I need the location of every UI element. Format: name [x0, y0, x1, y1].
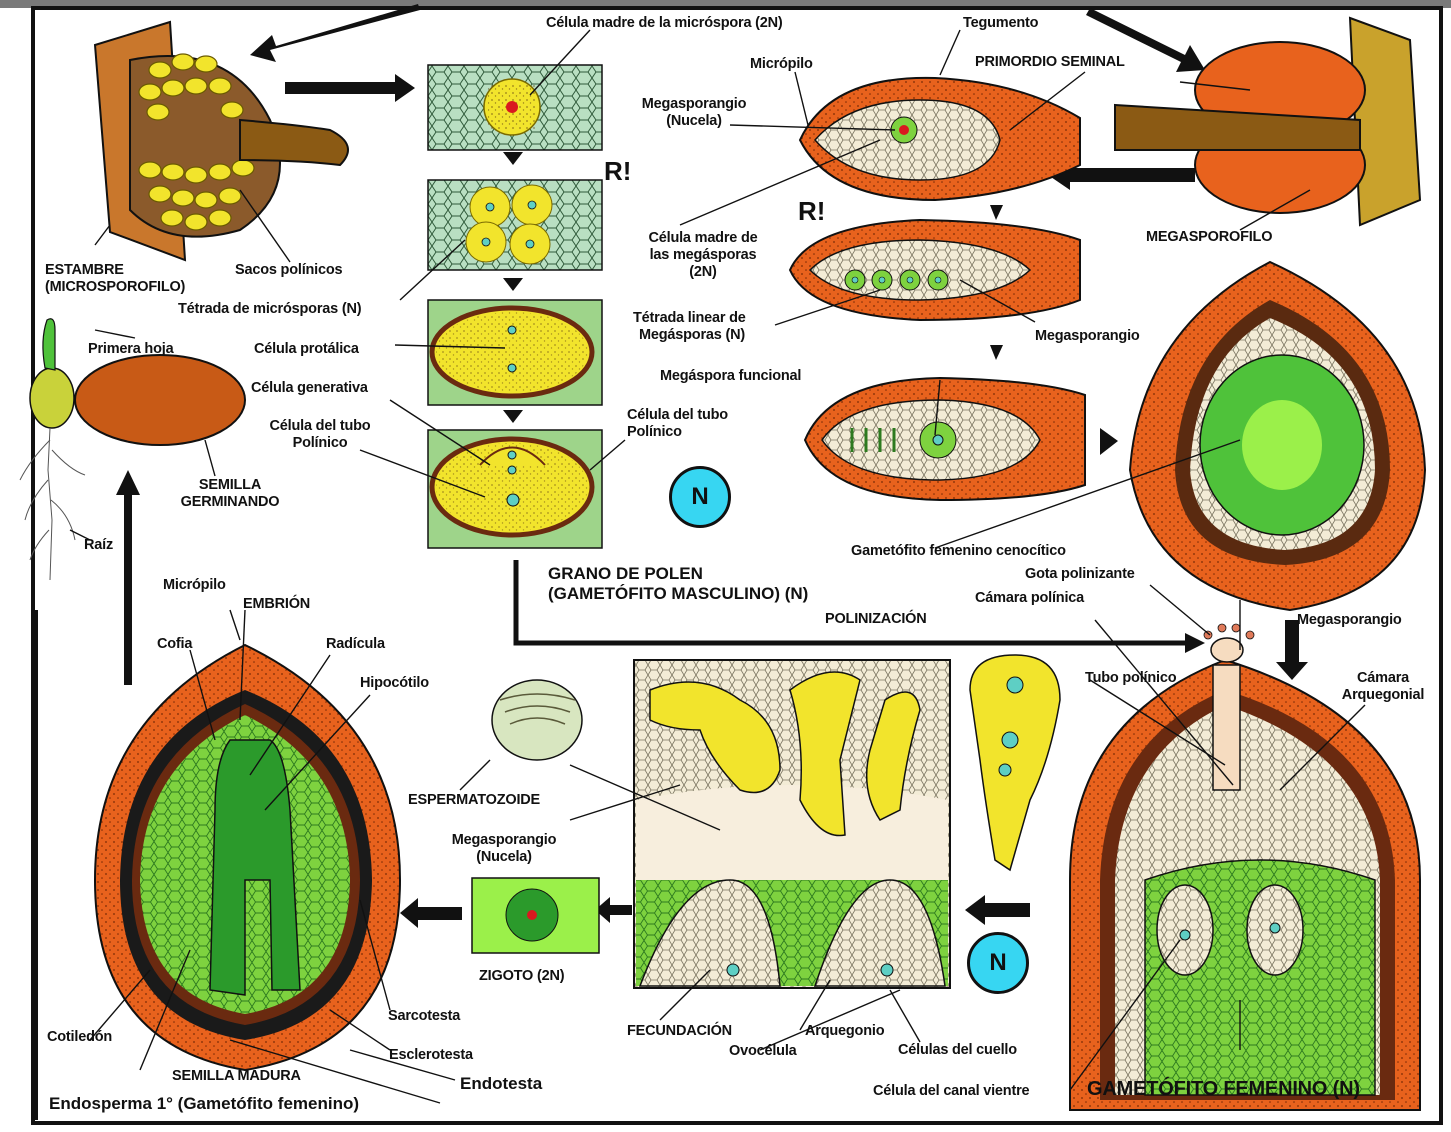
label-neck-cells: Células del cuello — [898, 1042, 1017, 1059]
label-fertilization: FECUNDACIÓN — [627, 1023, 732, 1040]
label-stamen: ESTAMBRE (MICROSPOROFILO) — [45, 262, 185, 296]
reduction-mark-2: R! — [798, 196, 825, 227]
label-megasporangium-right: Megasporangio — [1297, 612, 1402, 629]
label-tube-cell-left: Célula del tubo Polínico — [252, 418, 388, 452]
label-archegonial-chamber-line1: Cámara — [1328, 670, 1438, 687]
fertilization-panel — [634, 660, 950, 988]
label-tube-cell-left-line1: Célula del tubo — [252, 418, 388, 435]
mature-seed-illustration — [95, 645, 400, 1070]
label-coenocytic-gametophyte: Gametófito femenino cenocítico — [851, 543, 1066, 560]
label-germinating-seed-line2: GERMINANDO — [160, 494, 300, 511]
label-megasporangium-nucellus-bottom-line1: Megasporangio — [429, 832, 579, 849]
label-functional-megaspore: Megáspora funcional — [660, 368, 801, 385]
label-linear-megaspore-tetrad-line1: Tétrada linear de — [633, 310, 746, 327]
coenocytic-gametophyte-ovule — [1130, 262, 1425, 610]
label-radicle: Radícula — [326, 636, 385, 653]
label-endosperm: Endosperma 1° (Gametófito femenino) — [49, 1095, 359, 1112]
label-archegonial-chamber: Cámara Arquegonial — [1328, 670, 1438, 704]
label-megaspore-mother-cell: Célula madre de las megásporas (2N) — [628, 230, 778, 281]
label-megaspore-mother-cell-line3: (2N) — [628, 264, 778, 281]
label-germinating-seed: SEMILLA GERMINANDO — [160, 477, 300, 511]
label-megasporophyll: MEGASPOROFILO — [1146, 229, 1272, 246]
sperm-illustration — [492, 680, 582, 760]
label-female-gametophyte: GAMETÓFITO FEMENINO (N) — [1087, 1081, 1360, 1098]
label-tube-cell-right-line1: Célula del tubo — [627, 407, 728, 424]
label-pollen-chamber: Cámara polínica — [975, 590, 1084, 607]
label-pollination-drop: Gota polinizante — [1025, 566, 1135, 583]
label-zygote: ZIGOTO (2N) — [479, 968, 564, 985]
label-megaspore-mother-cell-line2: las megásporas — [628, 247, 778, 264]
label-megasporangium-nucellus-top: Megasporangio (Nucela) — [626, 96, 762, 130]
label-mature-seed: SEMILLA MADURA — [172, 1068, 301, 1085]
label-sclerotesta: Esclerotesta — [389, 1047, 473, 1064]
label-ventral-canal-cell: Célula del canal vientre — [873, 1083, 1029, 1100]
label-integument: Tegumento — [963, 15, 1038, 32]
pollen-grain-box-1 — [428, 300, 602, 405]
label-ovule-primordium: PRIMORDIO SEMINAL — [975, 54, 1125, 71]
label-stamen-line1: ESTAMBRE — [45, 262, 185, 279]
label-root: Raíz — [84, 537, 113, 554]
label-pollination: POLINIZACIÓN — [825, 611, 927, 628]
stamen-illustration — [95, 22, 348, 260]
zygote-box — [472, 878, 599, 953]
label-hypocotyl: Hipocótilo — [360, 675, 429, 692]
label-archegonium: Arquegonio — [805, 1023, 884, 1040]
label-microspore-tetrad: Tétrada de micrósporas (N) — [178, 301, 361, 318]
label-megasporangium-nucellus-bottom: Megasporangio (Nucela) — [429, 832, 579, 866]
label-megasporangium-mid: Megasporangio — [1035, 328, 1140, 345]
label-micropyle-bottom: Micrópilo — [163, 577, 226, 594]
reduction-mark-1: R! — [604, 156, 631, 187]
microspore-mother-cell-box — [428, 65, 602, 150]
label-micropyle-top: Micrópilo — [750, 56, 813, 73]
microspore-tetrad-box — [428, 180, 602, 270]
label-archegonial-chamber-line2: Arquegonial — [1328, 687, 1438, 704]
label-megasporangium-nucellus-bottom-line2: (Nucela) — [429, 849, 579, 866]
label-tube-cell-left-line2: Polínico — [252, 435, 388, 452]
label-pollen-tube: Tubo polínico — [1085, 670, 1176, 687]
label-pollen-grain-line1: GRANO DE POLEN — [548, 565, 808, 582]
label-generative-cell: Célula generativa — [251, 380, 368, 397]
haploid-badge-top: N — [669, 466, 731, 528]
label-germinating-seed-line1: SEMILLA — [160, 477, 300, 494]
label-cotyledon: Cotiledón — [47, 1029, 112, 1046]
label-pollen-sacs: Sacos polínicos — [235, 262, 342, 279]
label-stamen-line2: (MICROSPOROFILO) — [45, 279, 185, 296]
label-sarcotesta: Sarcotesta — [388, 1008, 460, 1025]
label-embryo: EMBRIÓN — [243, 596, 310, 613]
label-prothallial-cell: Célula protálica — [254, 341, 359, 358]
ovule-functional-megaspore — [805, 378, 1085, 500]
label-megaspore-mother-cell-line1: Célula madre de — [628, 230, 778, 247]
pollen-tube-illustration — [970, 655, 1060, 870]
label-pollen-grain-line2: (GAMETÓFITO MASCULINO) (N) — [548, 585, 808, 602]
pollen-grain-box-2 — [428, 430, 602, 548]
label-first-leaf: Primera hoja — [88, 341, 173, 358]
label-linear-megaspore-tetrad: Tétrada linear de Megásporas (N) — [633, 310, 746, 344]
label-pollen-grain: GRANO DE POLEN (GAMETÓFITO MASCULINO) (N… — [548, 565, 808, 602]
label-tube-cell-right-line2: Polínico — [627, 424, 728, 441]
haploid-badge-bottom: N — [967, 932, 1029, 994]
label-megasporangium-nucellus-top-line2: (Nucela) — [626, 113, 762, 130]
label-linear-megaspore-tetrad-line2: Megásporas (N) — [633, 327, 746, 344]
label-tube-cell-right: Célula del tubo Polínico — [627, 407, 728, 441]
label-root-cap: Cofia — [157, 636, 192, 653]
label-egg-cell: Ovocélula — [729, 1043, 797, 1060]
label-microspore-mother-cell: Célula madre de la micróspora (2N) — [546, 15, 783, 32]
label-megasporangium-nucellus-top-line1: Megasporangio — [626, 96, 762, 113]
ovule-primordium — [800, 78, 1080, 200]
label-spermatozoid: ESPERMATOZOIDE — [408, 792, 540, 809]
label-endotesta: Endotesta — [460, 1075, 542, 1092]
